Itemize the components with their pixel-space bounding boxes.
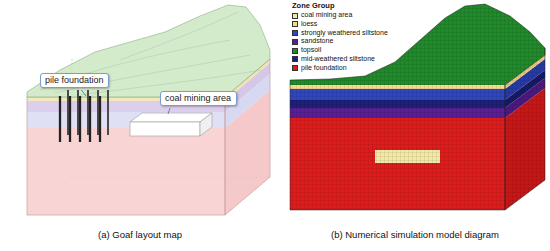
legend-title: Zone Group bbox=[292, 1, 335, 10]
illustration-shape bbox=[107, 90, 109, 135]
illustration-shape bbox=[27, 128, 225, 215]
illustration-shape bbox=[40, 12, 262, 95]
illustration-shape bbox=[69, 96, 71, 142]
legend-text: mid-weathered siltstone bbox=[301, 55, 375, 64]
illustration-shape bbox=[130, 122, 200, 136]
legend-text: strongly weathered siltstone bbox=[301, 29, 388, 38]
illustration-shape bbox=[27, 5, 270, 97]
leader-line bbox=[81, 90, 86, 96]
illustration-shape bbox=[79, 96, 81, 142]
illustration-shape bbox=[290, 4, 545, 210]
illustration-shape bbox=[130, 113, 212, 122]
illustration-shape bbox=[290, 85, 505, 210]
callout-box: coal mining area bbox=[160, 91, 237, 106]
legend-text: loess bbox=[301, 20, 317, 29]
figure-caption: (a) Goaf layout map bbox=[98, 229, 182, 240]
legend-swatch bbox=[292, 30, 298, 36]
leader-line bbox=[168, 108, 170, 114]
illustration-shape bbox=[99, 96, 101, 142]
illustration-shape bbox=[89, 96, 91, 142]
legend-text: topsoil bbox=[301, 46, 321, 55]
legend-swatch bbox=[292, 48, 298, 54]
goaf-block bbox=[27, 5, 270, 215]
illustration-shape bbox=[545, 48, 546, 180]
legend-swatch bbox=[292, 21, 298, 27]
legend-text: pile foundation bbox=[301, 64, 347, 73]
illustration-shape bbox=[97, 90, 99, 135]
figure-caption: (b) Numerical simulation model diagram bbox=[331, 229, 499, 240]
illustration-shape bbox=[27, 97, 225, 215]
callout-text: pile foundation bbox=[45, 75, 104, 86]
illustration-shape bbox=[77, 90, 79, 135]
legend-text: coal mining area bbox=[301, 11, 352, 20]
callout-text: coal mining area bbox=[165, 93, 232, 104]
illustration-shape bbox=[67, 90, 69, 135]
illustration-shape bbox=[290, 4, 545, 85]
illustration-shape bbox=[59, 96, 61, 142]
numerical-model bbox=[290, 4, 545, 210]
pile-symbols bbox=[60, 96, 100, 142]
legend-text: sandstone bbox=[301, 37, 333, 46]
illustration-shape bbox=[505, 180, 545, 210]
legend-swatch bbox=[292, 65, 298, 71]
legend-swatch bbox=[292, 13, 298, 19]
illustration-shape bbox=[200, 113, 212, 136]
pile-symbols bbox=[68, 90, 108, 135]
illustration-shape bbox=[505, 85, 506, 210]
leader-lines bbox=[81, 90, 170, 114]
illustration-shape bbox=[290, 4, 545, 85]
legend-swatch bbox=[292, 56, 298, 62]
illustration-shape bbox=[87, 90, 89, 135]
callout-box: pile foundation bbox=[40, 73, 109, 88]
legend-swatch bbox=[292, 39, 298, 45]
